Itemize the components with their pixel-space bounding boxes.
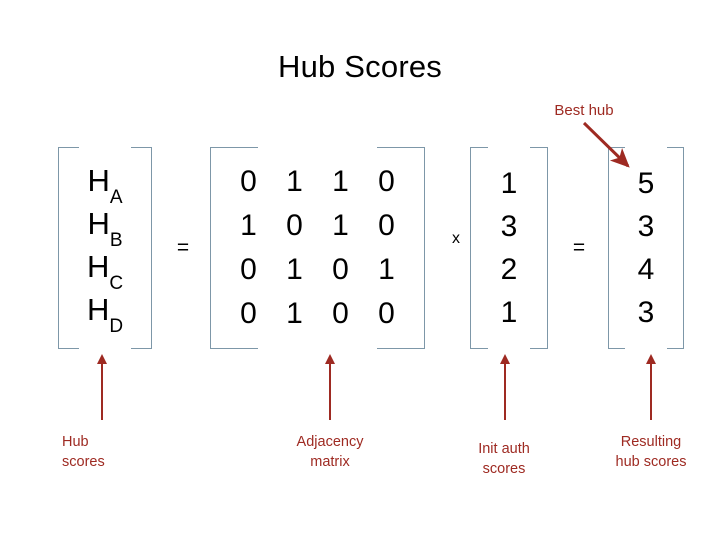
vector-cell: 3 [500, 209, 518, 243]
matrix-row: HA [87, 162, 123, 209]
bracket-top-gap [487, 145, 531, 149]
vector-cell: 2 [500, 252, 518, 286]
equals-operator-1: = [176, 236, 190, 259]
result-vector-bracket [608, 145, 684, 351]
bracket-top-gap [625, 145, 667, 149]
hub-entry-a: HA [87, 162, 123, 209]
table-row: 0 1 0 0 [226, 292, 410, 336]
caption-line-2: matrix [310, 453, 350, 470]
hub-vector-bracket [58, 145, 152, 351]
hub-entry-c: HC [86, 248, 124, 295]
page-title: Hub Scores [278, 49, 442, 84]
matrix-row: 1 [489, 291, 529, 334]
matrix-row: 3 [489, 205, 529, 248]
table-row: 0 1 0 1 [226, 248, 410, 292]
matrix-cell: 0 [240, 165, 257, 198]
caption-line-2: scores [62, 453, 105, 470]
matrix-row: HD [86, 291, 124, 338]
matrix-cell: 1 [286, 297, 303, 330]
bracket-bottom-gap [625, 347, 667, 351]
matrix-cell: 0 [240, 253, 257, 286]
matrix-cell: 1 [332, 209, 349, 242]
bracket-bottom-gap [487, 347, 531, 351]
matrix-row: 4 [626, 248, 666, 291]
matrix-cell: 0 [332, 253, 349, 286]
adjacency-matrix-arrow-icon [325, 354, 335, 420]
matrix-row: HC [86, 248, 124, 295]
matrix-cell: 0 [286, 209, 303, 242]
hub-scores-vector: HA HB HC HD [58, 147, 152, 349]
adjacency-matrix: 0 1 1 0 1 0 1 0 0 1 0 1 0 1 0 0 [210, 147, 425, 349]
hub-entry-d: HD [86, 291, 124, 338]
matrix-cell: 1 [332, 165, 349, 198]
matrix-row: 1 [489, 162, 529, 205]
matrix-cell: 0 [378, 165, 395, 198]
matrix-cell: 0 [332, 297, 349, 330]
matrix-row: 3 [626, 205, 666, 248]
bracket-bottom-gap [257, 347, 378, 351]
resulting-hub-scores-vector: 5 3 4 3 [608, 147, 684, 349]
matrix-cell: 1 [286, 253, 303, 286]
matrix-cell: 0 [378, 297, 395, 330]
multiply-operator: x [452, 230, 460, 247]
init-auth-arrow-icon [500, 354, 510, 420]
caption-line-1: Resulting [620, 434, 682, 450]
vector-cell: 5 [637, 166, 655, 200]
resulting-hub-arrow-icon [646, 354, 656, 420]
vector-cell: 4 [637, 252, 655, 286]
matrix-cell: 0 [378, 209, 395, 242]
adjacency-matrix-bracket [210, 145, 425, 351]
table-row: 0 1 1 0 [226, 160, 410, 204]
matrix-cell: 1 [286, 165, 303, 198]
matrix-row: HB [87, 205, 123, 252]
equals-operator-2: = [572, 236, 586, 259]
bracket-top-gap [79, 145, 131, 149]
hub-scores-arrow-icon [97, 354, 107, 420]
bracket-bottom-gap [79, 347, 131, 351]
best-hub-arrow-icon [582, 121, 630, 168]
best-hub-label: Best hub [554, 102, 614, 119]
matrix-cell: 0 [240, 297, 257, 330]
caption-line-2: scores [482, 460, 526, 477]
matrix-row: 3 [626, 291, 666, 334]
init-auth-caption: Init auth scores [446, 440, 562, 479]
matrix-cell: 1 [378, 253, 395, 286]
caption-line-1: Hub [62, 434, 89, 450]
caption-line-1: Init auth [478, 441, 530, 457]
table-row: 1 0 1 0 [226, 204, 410, 248]
init-auth-vector-bracket [470, 145, 548, 351]
caption-line-2: hub scores [615, 453, 687, 470]
adjacency-matrix-caption: Adjacency matrix [268, 433, 392, 472]
matrix-cell: 1 [240, 209, 257, 242]
bracket-top-gap [257, 145, 378, 149]
resulting-hub-caption: Resulting hub scores [590, 433, 712, 472]
matrix-row: 2 [489, 248, 529, 291]
init-auth-scores-vector: 1 3 2 1 [470, 147, 548, 349]
vector-cell: 1 [500, 295, 518, 329]
matrix-row: 5 [626, 162, 666, 205]
vector-cell: 3 [637, 295, 655, 329]
vector-cell: 1 [500, 166, 518, 200]
caption-line-1: Adjacency [296, 434, 364, 450]
vector-cell: 3 [637, 209, 655, 243]
hub-entry-b: HB [87, 205, 123, 252]
hub-scores-caption: Hub scores [62, 433, 144, 472]
